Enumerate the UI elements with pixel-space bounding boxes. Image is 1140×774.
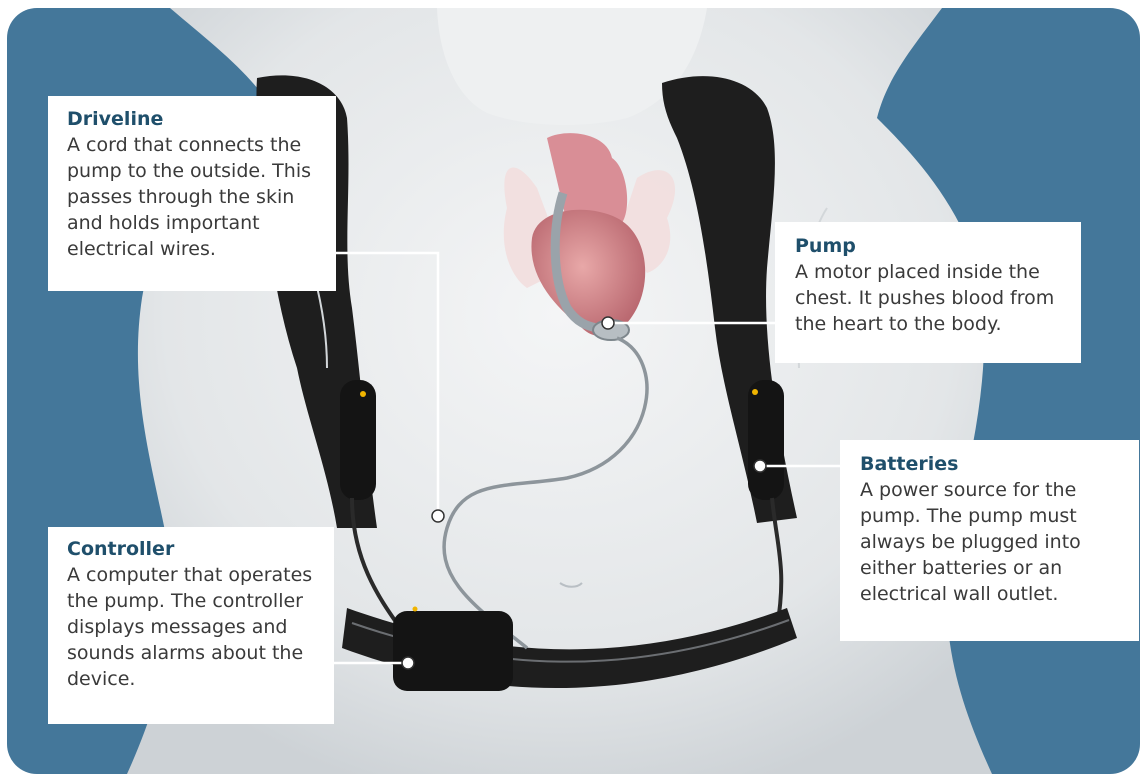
callout-title: Driveline: [67, 106, 328, 132]
battery-right-light: [752, 389, 758, 395]
battery-left: [340, 380, 376, 500]
callout-title: Pump: [795, 233, 1073, 259]
battery-left-light: [360, 391, 366, 397]
callout-title: Batteries: [860, 451, 1131, 477]
battery-right: [748, 380, 784, 500]
callout-pump: Pump A motor placed inside the chest. It…: [775, 222, 1081, 363]
callout-title: Controller: [67, 536, 326, 562]
callout-description: A cord that connects the pump to the out…: [67, 132, 328, 262]
callout-controller: Controller A computer that operates the …: [48, 527, 334, 724]
callout-description: A computer that operates the pump. The c…: [67, 562, 326, 692]
callout-description: A motor placed inside the chest. It push…: [795, 259, 1073, 337]
callout-batteries: Batteries A power source for the pump. T…: [840, 440, 1139, 641]
callout-description: A power source for the pump. The pump mu…: [860, 477, 1131, 607]
controller-device: [393, 607, 513, 692]
callout-driveline: Driveline A cord that connects the pump …: [48, 96, 336, 291]
